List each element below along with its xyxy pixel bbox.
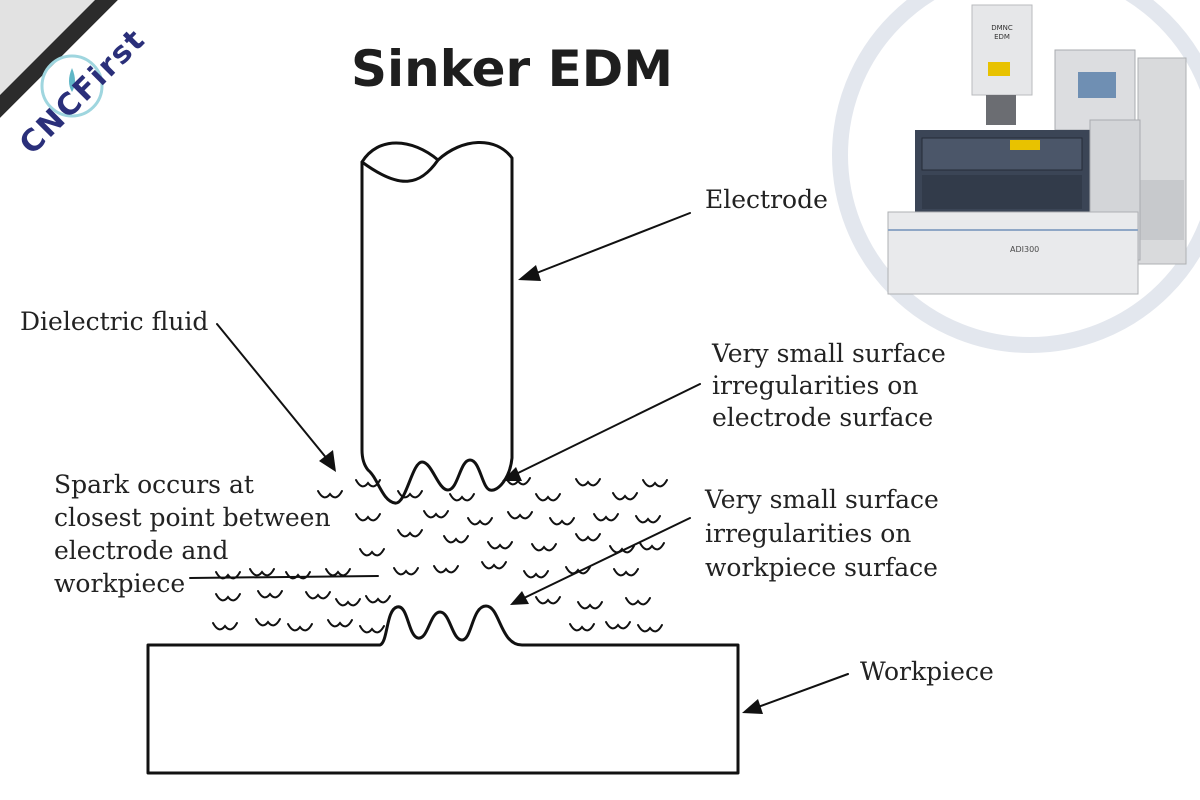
workpiece-block	[146, 604, 740, 775]
fluid-wave	[305, 591, 331, 600]
fluid-wave	[287, 623, 313, 632]
fluid-wave	[605, 621, 631, 630]
label-dielectric-fluid: Dielectric fluid	[20, 307, 208, 336]
label-spark-line: workpiece	[54, 569, 185, 598]
fluid-wave	[625, 597, 651, 606]
fluid-wave	[481, 561, 507, 570]
fluid-wave	[609, 545, 635, 554]
fluid-wave	[359, 625, 385, 634]
fluid-wave	[487, 541, 513, 550]
fluid-wave	[433, 565, 459, 574]
fluid-wave	[612, 492, 638, 501]
fluid-wave	[575, 478, 601, 487]
fluid-wave	[423, 510, 449, 519]
fluid-wave	[365, 595, 391, 604]
label-electrode-irregularities-line: electrode surface	[712, 403, 933, 432]
fluid-wave	[393, 567, 419, 576]
fluid-wave	[397, 529, 423, 538]
fluid-wave	[325, 568, 351, 577]
electrode	[360, 141, 514, 505]
label-spark: Spark occurs at closest point between el…	[54, 470, 339, 598]
fluid-wave	[317, 490, 343, 499]
fluid-wave	[577, 601, 603, 610]
fluid-wave	[535, 596, 561, 605]
label-electrode-irregularities-line: Very small surface	[711, 339, 946, 368]
machine-model: ADI300	[1010, 245, 1039, 254]
fluid-wave	[327, 619, 353, 628]
fluid-wave	[257, 590, 283, 599]
fluid-wave	[215, 593, 241, 602]
logo-banner: CNCFirst	[0, 0, 205, 205]
fluid-wave	[635, 515, 661, 524]
fluid-wave	[613, 568, 639, 577]
label-workpiece-irregularities-line: workpiece surface	[705, 553, 938, 582]
machine-brand-sub: EDM	[994, 33, 1010, 41]
fluid-wave	[467, 517, 493, 526]
electrode-top-curve	[360, 158, 440, 183]
fluid-wave	[449, 493, 475, 502]
label-electrode-irregularities: Very small surface irregularities on ele…	[711, 339, 954, 432]
fluid-wave	[569, 623, 595, 632]
label-workpiece-irregularities-line: Very small surface	[704, 485, 939, 514]
fluid-wave	[397, 490, 423, 499]
label-workpiece: Workpiece	[860, 657, 994, 686]
fluid-wave	[255, 618, 281, 627]
logo-mark-icon	[40, 54, 104, 118]
fluid-wave	[359, 548, 385, 557]
fluid-wave	[335, 598, 361, 607]
fluid-wave	[355, 513, 381, 522]
fluid-wave	[639, 542, 665, 551]
leader-arrows	[189, 212, 849, 714]
label-workpiece-irregularities-line: irregularities on	[705, 519, 911, 548]
label-electrode-irregularities-line: irregularities on	[712, 371, 918, 400]
label-workpiece-irregularities: Very small surface irregularities on wor…	[704, 485, 947, 582]
machine-brand: DMNC	[991, 24, 1013, 32]
fluid-wave	[212, 622, 238, 631]
label-spark-line: Spark occurs at	[54, 470, 254, 499]
fluid-wave	[593, 513, 619, 522]
label-electrode: Electrode	[705, 185, 828, 214]
fluid-wave	[249, 568, 275, 577]
fluid-wave	[575, 533, 601, 542]
dielectric-fluid	[212, 477, 668, 634]
label-spark-line: electrode and	[54, 536, 228, 565]
machine-photo: DMNC EDM ADI300	[832, 0, 1200, 353]
fluid-wave	[443, 535, 469, 544]
fluid-wave	[637, 624, 663, 633]
fluid-wave	[535, 493, 561, 502]
fluid-wave	[523, 570, 549, 579]
label-spark-line: closest point between	[54, 503, 331, 532]
page-title: Sinker EDM	[351, 40, 673, 98]
fluid-wave	[565, 566, 591, 575]
fluid-wave	[549, 517, 575, 526]
fluid-wave	[531, 543, 557, 552]
fluid-wave	[642, 479, 668, 488]
fluid-wave	[355, 479, 381, 488]
fluid-wave	[507, 511, 533, 520]
